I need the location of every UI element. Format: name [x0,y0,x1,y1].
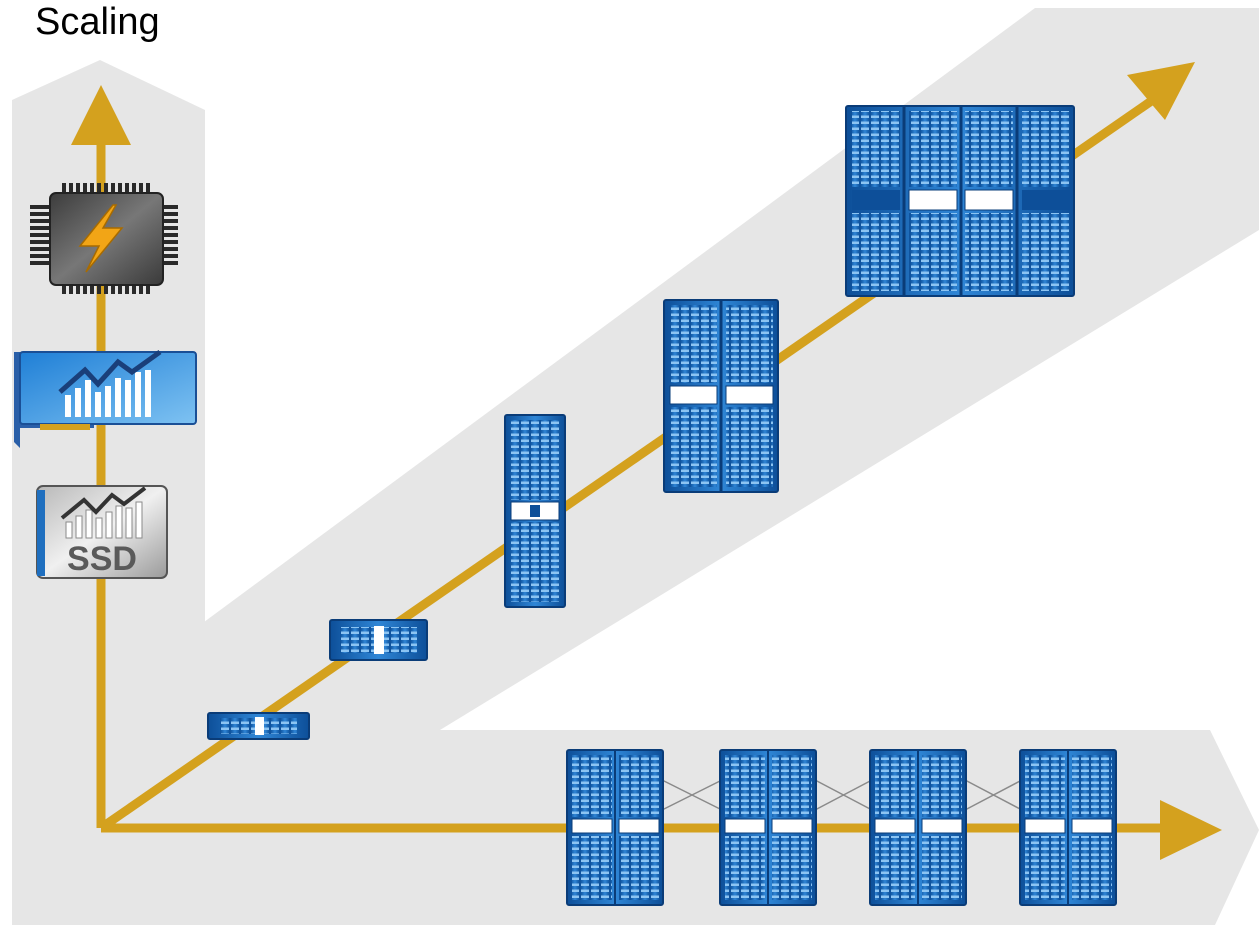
double-rack-icon [663,299,779,493]
diagonal-band [60,8,1259,820]
diagram-title: Scaling [35,1,160,43]
quad-rack-icon [845,105,1075,297]
rack-pair-cluster-icon [869,749,967,906]
pcie-flash-card-icon [14,349,197,448]
ssd-drive-icon: SSD [36,485,168,579]
rack-pair-cluster-icon [719,749,817,906]
cluster-interconnect [661,779,1023,811]
rack-pair-cluster-icon [1019,749,1117,906]
ssd-label: SSD [67,540,137,578]
single-rack-icon [504,414,566,608]
1u-server-icon [207,712,310,740]
2u-server-icon [329,619,428,661]
processor-chip-icon [30,183,178,294]
rack-pair-cluster-icon [566,749,664,906]
